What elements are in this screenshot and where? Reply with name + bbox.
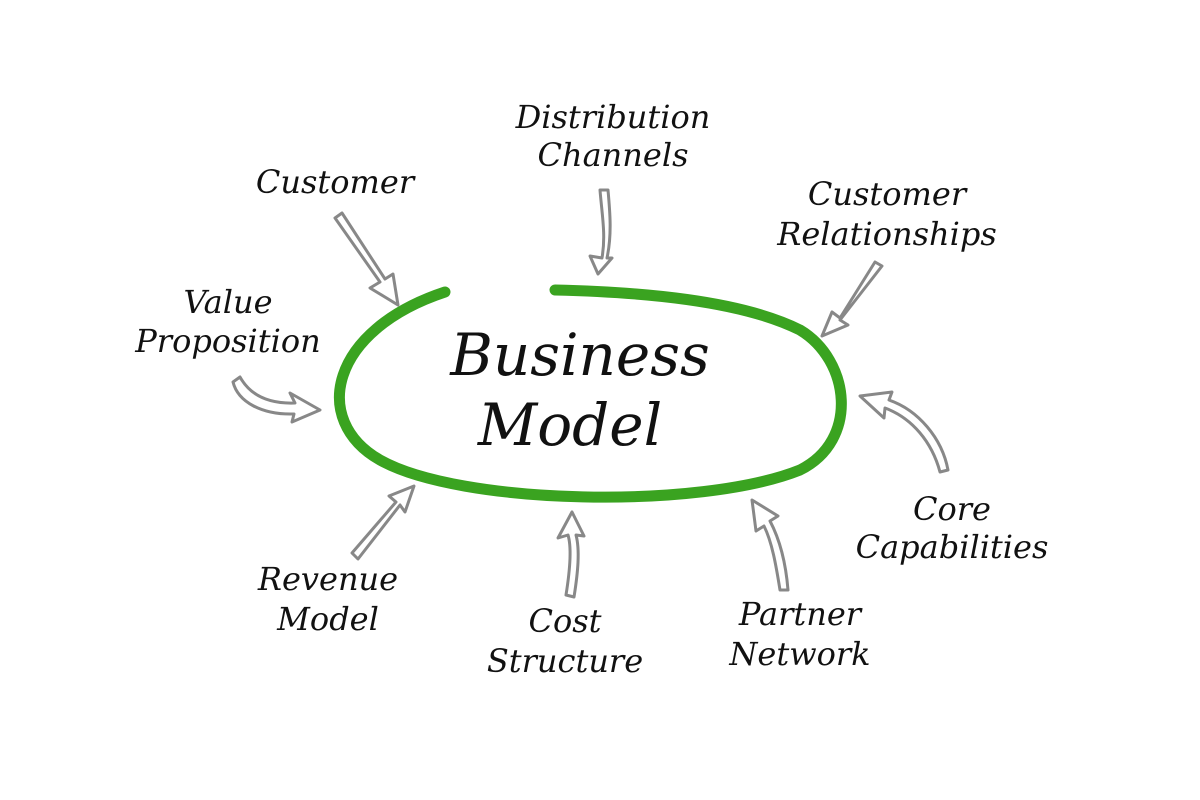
- arrow-customer: [333, 211, 400, 307]
- arrow-core-capabilities: [858, 390, 950, 474]
- center-ring: [333, 284, 847, 503]
- center-title-line2: Model: [477, 391, 662, 459]
- center-title-line1: Business: [449, 321, 710, 389]
- arrow-cost-structure: [556, 510, 586, 599]
- label-value-line2: Proposition: [134, 322, 320, 360]
- label-revenue-line1: Revenue: [257, 560, 398, 598]
- label-partner-line2: Network: [728, 635, 870, 673]
- label-relationships-line1: Customer: [808, 175, 968, 213]
- label-core-line1: Core: [913, 490, 991, 528]
- arrow-revenue-model: [350, 484, 416, 561]
- arrow-value-proposition: [231, 375, 322, 424]
- label-partner-line1: Partner: [738, 595, 863, 633]
- label-relationships-line2: Relationships: [776, 215, 996, 253]
- label-revenue-line2: Model: [276, 600, 379, 638]
- label-core-line2: Capabilities: [856, 528, 1049, 566]
- arrow-partner-network: [750, 498, 790, 592]
- label-distribution-line1: Distribution: [515, 98, 711, 136]
- label-cost-line1: Cost: [528, 602, 601, 640]
- label-value-line1: Value: [183, 283, 272, 321]
- label-distribution-line2: Channels: [538, 136, 689, 174]
- label-customer: Customer: [256, 163, 416, 201]
- arrow-distribution-channels: [588, 188, 614, 276]
- label-cost-line2: Structure: [487, 642, 643, 680]
- arrow-customer-relationships: [820, 260, 884, 338]
